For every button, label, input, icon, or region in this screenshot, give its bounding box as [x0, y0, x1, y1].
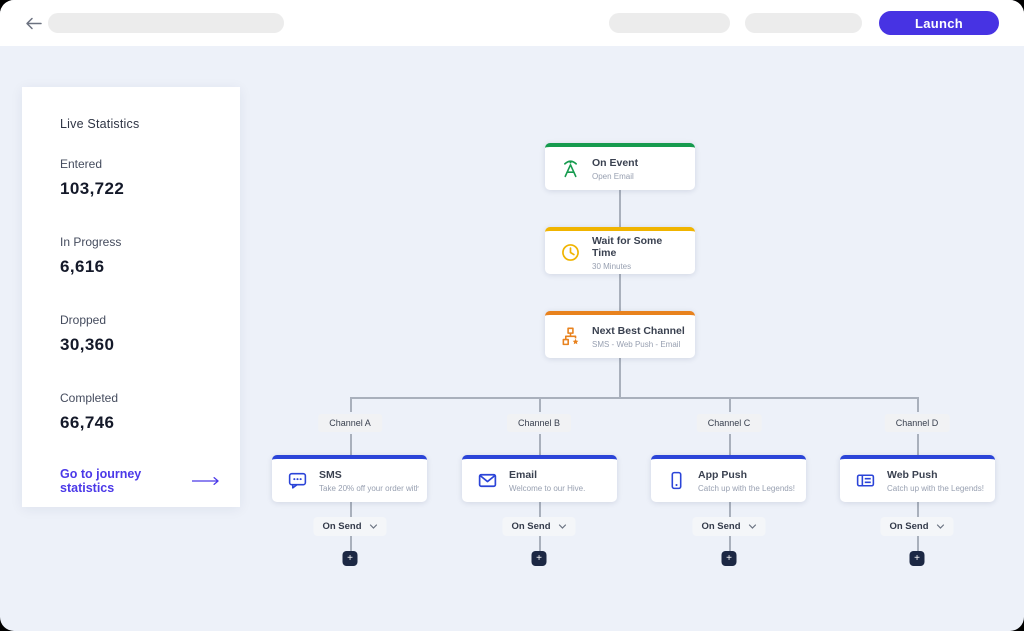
node-title: Wait for Some Time	[592, 234, 663, 259]
onsend-label: On Send	[889, 521, 929, 532]
stat-value: 103,722	[60, 179, 125, 198]
journey-title-placeholder[interactable]	[48, 13, 284, 33]
chevron-down-icon	[748, 524, 757, 529]
node-title: On Event	[592, 156, 639, 169]
toolbar-button-placeholder-1[interactable]	[609, 13, 730, 33]
clock-icon	[558, 242, 582, 263]
sms-icon	[285, 470, 309, 491]
node-next-best-channel[interactable]: Next Best Channel SMS - Web Push - Email	[545, 311, 695, 358]
hierarchy-icon	[558, 326, 582, 347]
channel-label-b: Channel B	[506, 414, 572, 432]
onsend-dropdown-c[interactable]: On Send	[692, 517, 766, 536]
arrow-left-icon	[25, 17, 42, 29]
link-label: Go to journey statistics	[60, 467, 142, 495]
launch-button[interactable]: Launch	[879, 11, 999, 35]
broadcast-icon	[558, 158, 582, 179]
stat-dropped: Dropped 30,360	[60, 313, 220, 355]
back-button[interactable]	[22, 13, 44, 33]
chevron-down-icon	[558, 524, 567, 529]
node-subtitle: SMS - Web Push - Email	[592, 339, 681, 349]
add-node-button-d[interactable]: +	[909, 551, 925, 566]
journey-statistics-link[interactable]: Go to journey statistics	[60, 467, 220, 495]
node-email[interactable]: Email Welcome to our Hive.	[462, 455, 617, 502]
panel-title: Live Statistics	[60, 117, 140, 131]
connector-line	[619, 274, 621, 311]
onsend-dropdown-b[interactable]: On Send	[502, 517, 576, 536]
chevron-down-icon	[369, 524, 378, 529]
node-wait[interactable]: Wait for Some Time 30 Minutes	[545, 227, 695, 274]
onsend-label: On Send	[701, 521, 741, 532]
onsend-label: On Send	[322, 521, 362, 532]
node-text: Email Welcome to our Hive.	[509, 469, 585, 493]
stat-label: Entered	[60, 157, 103, 171]
channel-label-d: Channel D	[884, 414, 950, 432]
live-statistics-panel: Live Statistics Entered 103,722 In Progr…	[22, 87, 240, 507]
node-title: Email	[509, 468, 538, 481]
node-title: Next Best Channel	[592, 324, 685, 337]
web-push-icon	[853, 470, 877, 491]
node-subtitle: Take 20% off your order with code ...	[319, 483, 419, 493]
node-text: On Event Open Email	[592, 157, 638, 181]
email-icon	[475, 470, 499, 491]
node-title: Web Push	[887, 468, 938, 481]
connector-line	[619, 358, 621, 397]
node-title: App Push	[698, 468, 747, 481]
node-sms[interactable]: SMS Take 20% off your order with code ..…	[272, 455, 427, 502]
topbar: Launch	[0, 0, 1024, 46]
node-title: SMS	[319, 468, 342, 481]
node-text: Next Best Channel SMS - Web Push - Email	[592, 325, 685, 349]
add-node-button-c[interactable]: +	[721, 551, 737, 566]
stat-label: Completed	[60, 391, 119, 405]
node-web-push[interactable]: Web Push Catch up with the Legends!	[840, 455, 995, 502]
channel-label-a: Channel A	[318, 414, 382, 432]
arrow-right-long-icon	[191, 477, 219, 485]
stat-value: 6,616	[60, 257, 105, 276]
node-subtitle: Open Email	[592, 171, 634, 181]
chevron-down-icon	[936, 524, 945, 529]
node-subtitle: Catch up with the Legends!	[698, 483, 795, 493]
stat-in-progress: In Progress 6,616	[60, 235, 220, 277]
node-on-event[interactable]: On Event Open Email	[545, 143, 695, 190]
node-text: SMS Take 20% off your order with code ..…	[319, 469, 419, 493]
node-text: Wait for Some Time 30 Minutes	[592, 235, 687, 271]
node-subtitle: 30 Minutes	[592, 261, 632, 271]
node-text: App Push Catch up with the Legends!	[698, 469, 795, 493]
onsend-label: On Send	[511, 521, 551, 532]
node-app-push[interactable]: App Push Catch up with the Legends!	[651, 455, 806, 502]
toolbar-button-placeholder-2[interactable]	[745, 13, 862, 33]
connector-line	[350, 397, 918, 399]
add-node-button-b[interactable]: +	[531, 551, 547, 566]
onsend-dropdown-d[interactable]: On Send	[880, 517, 954, 536]
node-text: Web Push Catch up with the Legends!	[887, 469, 984, 493]
add-node-button-a[interactable]: +	[342, 551, 358, 566]
app-push-icon	[664, 470, 688, 491]
node-subtitle: Welcome to our Hive.	[509, 483, 586, 493]
node-subtitle: Catch up with the Legends!	[887, 483, 984, 493]
stat-value: 30,360	[60, 335, 115, 354]
channel-label-c: Channel C	[696, 414, 762, 432]
stat-label: Dropped	[60, 313, 107, 327]
onsend-dropdown-a[interactable]: On Send	[313, 517, 387, 536]
stat-value: 66,746	[60, 413, 115, 432]
stat-completed: Completed 66,746	[60, 391, 220, 433]
connector-line	[619, 190, 621, 227]
stat-entered: Entered 103,722	[60, 157, 220, 199]
stat-label: In Progress	[60, 235, 122, 249]
